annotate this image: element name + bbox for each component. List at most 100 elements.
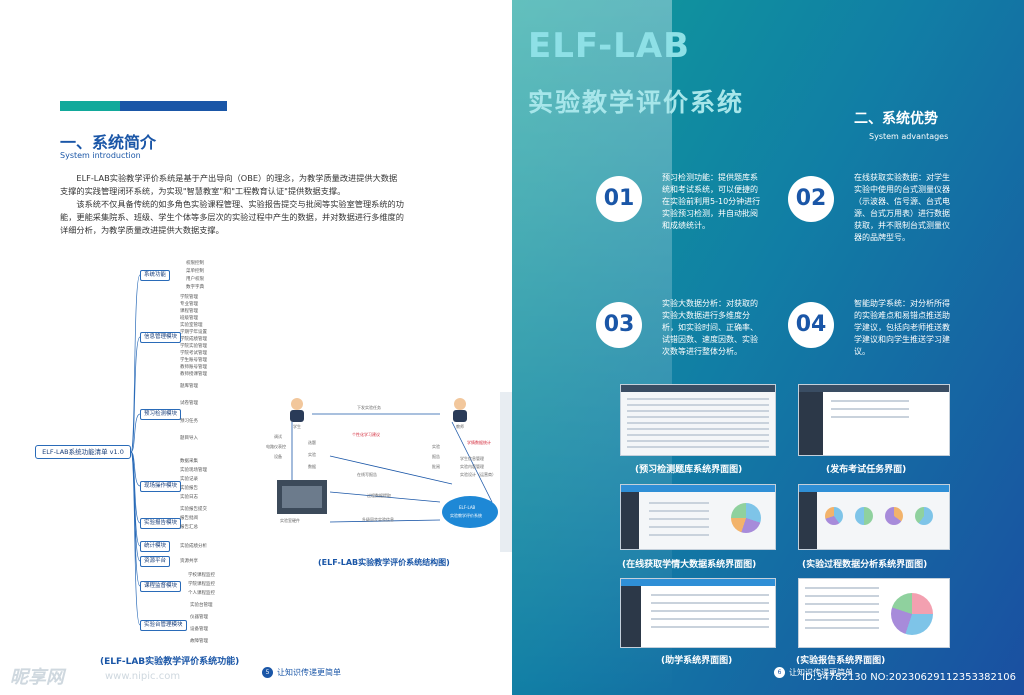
advantage-number: 01 [596, 176, 642, 222]
screenshot-caption: (实验报告系统界面图) [796, 656, 886, 666]
section-subtitle-advantages: System advantages [869, 132, 949, 141]
mindmap-leaf: 实验成绩分析 [180, 544, 207, 549]
mindmap-leaf: 实验现场管理 [180, 468, 207, 473]
mindmap-leaf: 实验室管理 [180, 323, 203, 328]
mindmap-leaf: 班级管理 [180, 316, 198, 321]
page-tagline-left: 让知识传递更简单 [277, 668, 341, 677]
screenshot-preview-question-bank [620, 384, 776, 456]
screenshot-caption: (发布考试任务界面) [826, 465, 907, 475]
advantage-number: 04 [788, 302, 834, 348]
mindmap-leaf: 学生账号管理 [180, 358, 207, 363]
mindmap-leaf: 权限控制 [186, 261, 204, 266]
mindmap-branch-stats: 统计模块 [140, 541, 171, 552]
left-note: 调试 [274, 434, 282, 439]
arrow-label: 过程数据提取 [367, 493, 391, 498]
mindmap-leaf: 学院课程监控 [188, 582, 215, 587]
mindmap-leaf: 学院实验管理 [180, 344, 207, 349]
watermark-url: www.nipic.com [105, 671, 181, 682]
page-number-left: 5 [262, 667, 273, 678]
mindmap-leaf: 实验日志 [180, 495, 198, 500]
mindmap-leaf: 个人课程监控 [188, 591, 215, 596]
mindmap-leaf: 仪器管理 [190, 615, 208, 620]
mindmap-branch-resource: 资源平台 [140, 556, 171, 567]
mindmap-leaf: 数据采集 [180, 459, 198, 464]
right-note: 批阅 [432, 464, 440, 469]
left-note: 设备 [274, 454, 282, 459]
mindmap-branch-preview: 预习检测模块 [140, 409, 182, 420]
mindmap-branch-info: 信息管理模块 [140, 332, 182, 343]
mindmap-leaf: 设备管理 [190, 627, 208, 632]
screenshot-process-analysis [798, 484, 950, 550]
mindmap-leaf: 实验台管理 [190, 603, 213, 608]
mindmap-root: ELF-LAB系统功能清单 v1.0 [35, 445, 131, 459]
brand-title: ELF-LAB [528, 26, 691, 66]
page-footer-left: 5 让知识传递更简单 [262, 667, 341, 678]
intro-paragraph-1: ELF-LAB实验教学评价系统是基于产出导向（OBE）的理念，为教学质量改进提供… [60, 173, 398, 196]
left-page: 一、系统简介 System introduction ELF-LAB实验教学评价… [10, 101, 512, 688]
mindmap-leaf: 菜单控制 [186, 269, 204, 274]
right-note: 报告 [432, 454, 440, 459]
mindmap-leaf: 实验记录 [180, 477, 198, 482]
advantage-text: 在线获取实验数据：对学生实验中使用的台式测量仪器（示波器、信号源、台式电源、台式… [854, 173, 950, 242]
mindmap-leaf: 学院成绩管理 [180, 337, 207, 342]
mindmap-leaf: 试卷管理 [180, 401, 198, 406]
mindmap-leaf: 预习任务 [180, 419, 198, 424]
structure-diagram: 学生 教师 个性化学习建议 学情数据统计 下发实验任务 在线写报告 过程数据提取… [252, 392, 512, 552]
arrow-label: 升级同步实验信息 [362, 517, 394, 522]
screenshot-online-data [620, 484, 776, 550]
watermark-brand: 昵享网 [10, 667, 64, 688]
screenshot-caption: (实验过程数据分析系统界面图) [802, 560, 928, 570]
mid-note: 实验 [308, 452, 316, 457]
mindmap-leaf: 教师授课管理 [180, 372, 207, 377]
watermark-id: ID:34782130 NO:20230629112353382106 [802, 672, 1016, 683]
right-list-item: 学生信息管理 [460, 456, 484, 461]
title-accent-bar [60, 101, 227, 111]
mindmap-branch-bench: 实验台管理模块 [140, 620, 187, 631]
mindmap-leaf: 故障管理 [190, 639, 208, 644]
mindmap-leaf: 课程管理 [180, 309, 198, 314]
left-note: 电路仪表控 [266, 444, 286, 449]
advantage-number: 02 [788, 176, 834, 222]
mindmap-leaf: 报告批阅 [180, 516, 198, 521]
mindmap-leaf: 用户权限 [186, 277, 204, 282]
mindmap-leaf: 实验报告提交 [180, 507, 207, 512]
intro-text: ELF-LAB实验教学评价系统是基于产出导向（OBE）的理念，为教学质量改进提供… [60, 172, 405, 237]
mindmap-leaf: 学院管理 [180, 295, 198, 300]
mindmap-leaf: 教师账号管理 [180, 365, 207, 370]
arrow-label: 在线写报告 [357, 472, 377, 477]
student-tag: 个性化学习建议 [352, 432, 380, 437]
advantage-text: 预习检测功能：提供题库系统和考试系统，可以便捷的在实验前利用5-10分钟进行实验… [662, 173, 761, 230]
arrow-label: 下发实验任务 [357, 405, 381, 410]
right-page: ELF-LAB 实验教学评价系统 二、系统优势 System advantage… [512, 0, 1024, 695]
lab-label: 实验室硬件 [280, 518, 300, 523]
screenshot-study-assistant [620, 578, 776, 648]
mindmap-branch-report: 实验报告模块 [140, 518, 182, 529]
section-title-advantages: 二、系统优势 [854, 111, 938, 127]
mindmap-branch-system: 系统功能 [140, 270, 171, 281]
brand-subtitle: 实验教学评价系统 [528, 88, 745, 117]
intro-paragraph-2: 该系统不仅具备传统的如多角色实验课程管理、实验报告提交与批阅等实验室管理系统的功… [60, 199, 404, 235]
page-footer-right: 6 让知识传递更简单 [774, 667, 853, 678]
function-mindmap: ELF-LAB系统功能清单 v1.0 系统功能 权限控制 菜单控制 用户权限 数… [28, 258, 378, 653]
right-note: 实验 [432, 444, 440, 449]
advantage-text: 智能助学系统：对分析所得的实验难点和易错点推送助学建议，包括向老师推送教学建议和… [854, 299, 950, 356]
mindmap-leaf: 资源共享 [180, 559, 198, 564]
teacher-label: 教师 [456, 424, 464, 429]
student-label: 学生 [293, 424, 301, 429]
mindmap-branch-onsite: 现场操作模块 [140, 481, 182, 492]
screenshot-report-system [798, 578, 950, 648]
mindmap-leaf: 专业管理 [180, 302, 198, 307]
right-list-item: 实验设计（运营商） [460, 472, 496, 477]
right-list-item: 实验内容管理 [460, 464, 484, 469]
mindmap-leaf: 数字字典 [186, 285, 204, 290]
page-tagline-right: 让知识传递更简单 [789, 668, 853, 677]
mindmap-leaf: 学期学年设置 [180, 330, 207, 335]
mindmap-leaf: 学院考试管理 [180, 351, 207, 356]
advantage-text: 实验大数据分析：对获取的实验大数据进行多维度分析，如实验时间、正确率、试错因数、… [662, 299, 758, 356]
mid-note: 数据 [308, 464, 316, 469]
mindmap-connectors [130, 274, 141, 626]
mid-note: 选题 [308, 440, 316, 445]
screenshot-caption: (在线获取学情大数据系统界面图) [622, 560, 757, 570]
screenshot-caption: (预习检测题库系统界面图) [635, 465, 743, 475]
